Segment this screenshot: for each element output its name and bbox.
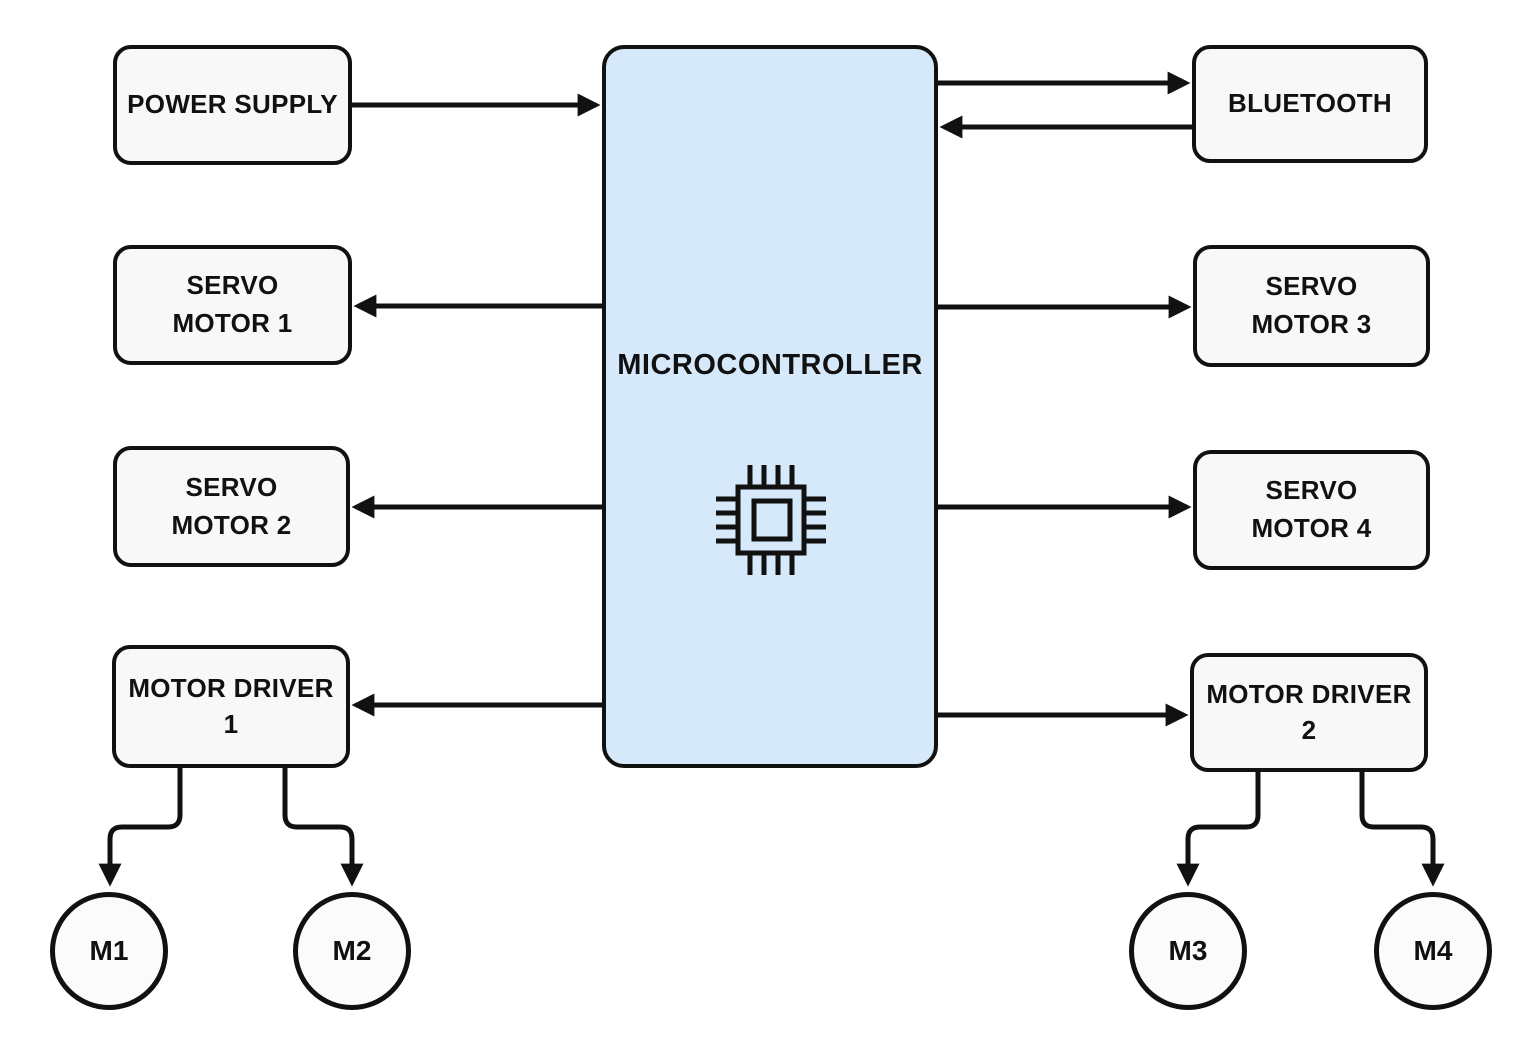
node-motor-m2: M2 xyxy=(293,892,411,1010)
microcontroller-label: MICROCONTROLLER xyxy=(617,349,923,381)
edge-driver2-to-m3 xyxy=(1176,772,1261,887)
node-motor-driver-2: MOTOR DRIVER 2 xyxy=(1190,653,1428,772)
edge-driver1-to-m2 xyxy=(282,768,364,887)
node-bluetooth: BLUETOOTH xyxy=(1192,45,1428,163)
node-microcontroller: MICROCONTROLLER xyxy=(602,45,938,768)
node-servo-motor-2: SERVO MOTOR 2 xyxy=(113,446,350,567)
node-servo-motor-4: SERVO MOTOR 4 xyxy=(1193,450,1430,570)
node-servo-motor-3: SERVO MOTOR 3 xyxy=(1193,245,1430,367)
node-power-supply: POWER SUPPLY xyxy=(113,45,352,165)
edge-driver1-to-m1 xyxy=(98,768,183,887)
node-motor-m3: M3 xyxy=(1129,892,1247,1010)
node-motor-m4: M4 xyxy=(1374,892,1492,1010)
node-motor-m1: M1 xyxy=(50,892,168,1010)
node-servo-motor-1: SERVO MOTOR 1 xyxy=(113,245,352,365)
edge-driver2-to-m4 xyxy=(1359,772,1445,887)
chip-icon xyxy=(716,465,826,575)
node-motor-driver-1: MOTOR DRIVER 1 xyxy=(112,645,350,768)
